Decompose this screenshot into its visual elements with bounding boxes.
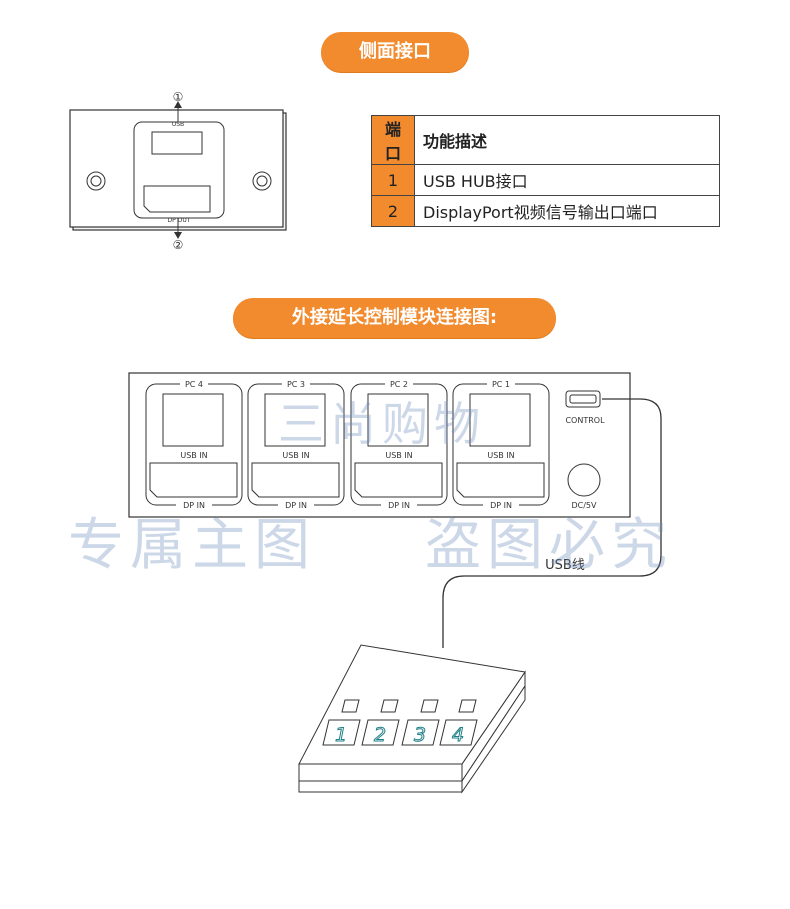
table-row: 1 USB HUB接口 [371, 164, 720, 196]
displayport-icon [143, 185, 211, 213]
pc-label: PC 4 [185, 380, 203, 389]
dp-in-port-icon [149, 462, 238, 498]
usb-in-port-icon [469, 393, 531, 447]
keypad-key[interactable]: 1 [322, 699, 361, 747]
pc-port-group: PC 2 USB IN DP IN [350, 379, 448, 510]
led-indicator [420, 699, 439, 713]
pc-port-group: PC 1 USB IN DP IN [452, 379, 550, 510]
screw-icon-left [86, 171, 106, 191]
led-indicator [380, 699, 399, 713]
dp-in-label: DP IN [388, 501, 410, 510]
screw-icon-right [252, 171, 272, 191]
dp-in-label: DP IN [490, 501, 512, 510]
table-header-row: 端口 功能描述 [371, 115, 720, 165]
power-jack-icon [567, 463, 601, 497]
pc-port-group: PC 3 USB IN DP IN [247, 379, 345, 510]
pc-label: PC 2 [390, 380, 408, 389]
cable-label: USB线 [545, 558, 585, 573]
section-title-connection-diagram: 外接延长控制模块连接图: [233, 298, 556, 338]
switch-panel: PC 4 USB IN DP IN PC 3 USB IN DP IN PC 2 USB IN… [128, 372, 631, 518]
table-row: 2 DisplayPort视频信号输出口端口 [371, 195, 720, 227]
function-table: 端口 功能描述 1 USB HUB接口 2 DisplayPort视频信号输出口… [371, 115, 720, 227]
header-description: 功能描述 [414, 115, 720, 165]
section-title-side-interface: 侧面接口 [321, 32, 469, 72]
power-label: DC/5V [571, 501, 597, 510]
keypad-module: 1 2 3 4 [298, 644, 526, 794]
marker-1: ① [173, 90, 184, 104]
pc-label: PC 3 [287, 380, 305, 389]
pc-port-group: PC 4 USB IN DP IN [145, 379, 243, 510]
led-indicator [341, 699, 360, 713]
dp-in-label: DP IN [183, 501, 205, 510]
dp-in-port-icon [456, 462, 545, 498]
key-number: 2 [374, 724, 386, 746]
dp-in-label: DP IN [285, 501, 307, 510]
usb-in-port-icon [162, 393, 224, 447]
row-description: DisplayPort视频信号输出口端口 [414, 195, 720, 227]
key-number: 4 [452, 724, 464, 746]
header-port: 端口 [371, 115, 415, 165]
dp-in-port-icon [251, 462, 340, 498]
key-number: 1 [335, 724, 347, 746]
keypad-key[interactable]: 4 [439, 699, 478, 747]
marker-2: ② [173, 238, 184, 252]
pc-label: PC 1 [492, 380, 510, 389]
usb-label: USB [172, 121, 184, 128]
dp-out-label: DP OUT [168, 217, 191, 224]
row-port: 2 [371, 195, 415, 227]
usb-in-label: USB IN [385, 451, 412, 460]
arrow-down-icon [174, 232, 182, 239]
side-panel: ① ② USB DP OUT [69, 90, 287, 252]
key-number: 3 [414, 724, 426, 746]
keypad-key[interactable]: 2 [361, 699, 400, 747]
usb-cable [442, 398, 662, 648]
dp-in-port-icon [354, 462, 443, 498]
row-description: USB HUB接口 [414, 164, 720, 196]
usb-in-port-icon [367, 393, 429, 447]
usb-in-label: USB IN [282, 451, 309, 460]
usb-in-label: USB IN [180, 451, 207, 460]
row-port: 1 [371, 164, 415, 196]
usb-in-port-icon [264, 393, 326, 447]
usb-in-label: USB IN [487, 451, 514, 460]
usb-port-icon [151, 131, 203, 155]
arrow-up-icon [174, 101, 182, 108]
control-label: CONTROL [565, 416, 605, 425]
led-indicator [458, 699, 477, 713]
keypad-key[interactable]: 3 [401, 699, 440, 747]
